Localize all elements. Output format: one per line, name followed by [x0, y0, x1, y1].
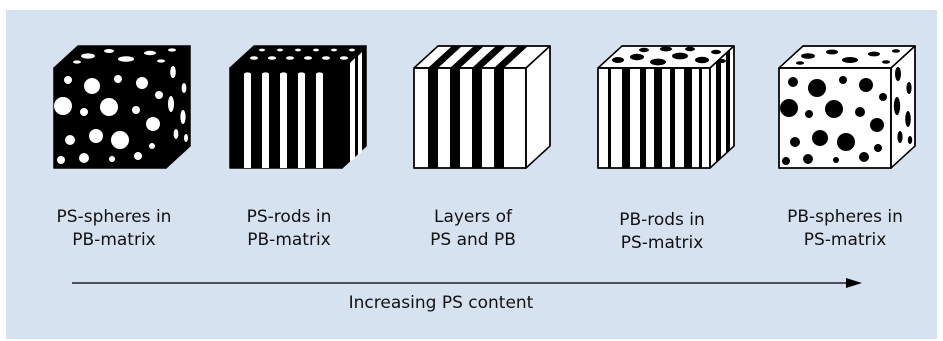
caption-pb-rods: PB-rods in PS-matrix: [619, 210, 705, 253]
caption-ps-spheres: PS-spheres in PB-matrix: [56, 207, 172, 250]
cube-ps-spheres: [53, 45, 191, 169]
caption-ps-rods: PS-rods in PB-matrix: [246, 207, 332, 250]
caption-pb-spheres: PB-spheres in PS-matrix: [787, 207, 903, 250]
cube-layers: [413, 45, 551, 169]
caption-layers: Layers of PS and PB: [430, 207, 516, 250]
increasing-arrow: [72, 278, 862, 288]
axis-label-increasing-ps: Increasing PS content: [348, 293, 534, 313]
cube-ps-rods: [229, 45, 367, 169]
cube-pb-rods: [597, 45, 735, 169]
cube-pb-spheres: [778, 45, 916, 169]
